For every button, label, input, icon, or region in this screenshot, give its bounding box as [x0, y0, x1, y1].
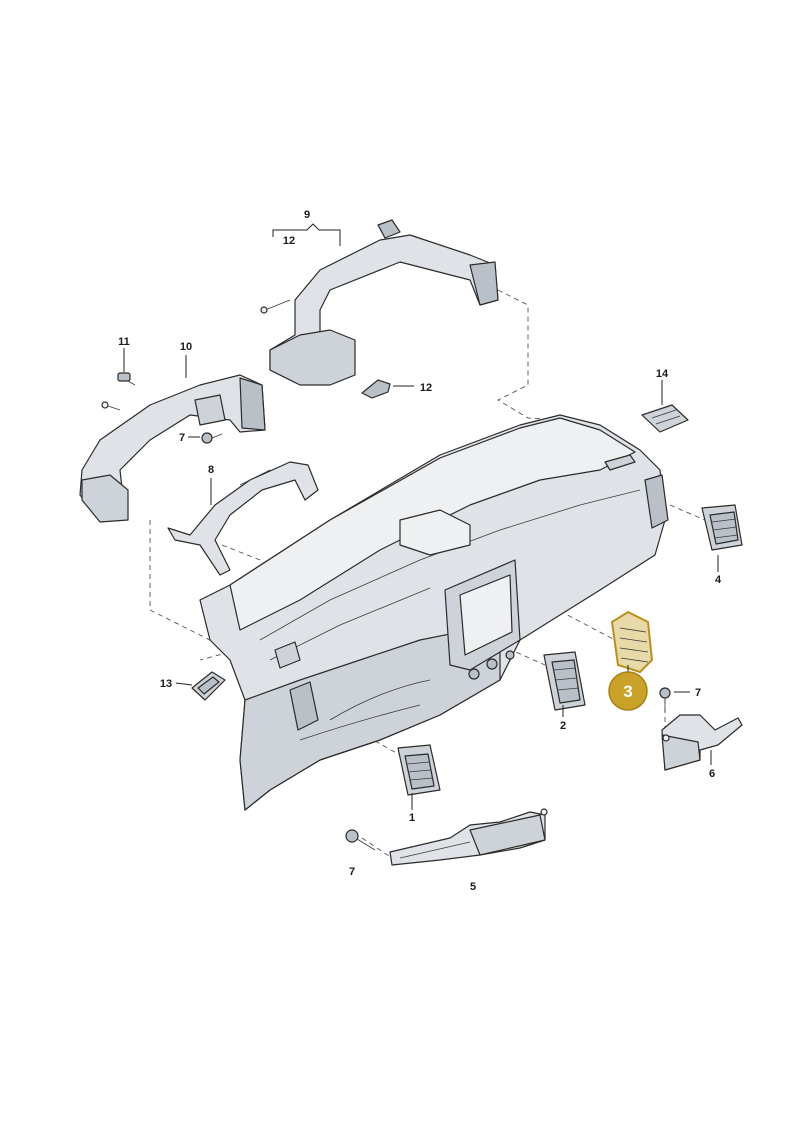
label-12-clip: 12: [420, 382, 432, 394]
label-14: 14: [656, 368, 669, 380]
label-6: 6: [709, 768, 715, 780]
label-7-right: 7: [695, 687, 701, 699]
part-labels: 9 12 11 10 12 14 7 8 4 13 7 2 6 1 7 5: [118, 209, 722, 893]
label-7-top: 7: [179, 432, 185, 444]
vent-2: [543, 651, 586, 711]
screw-7-bottom: [345, 829, 376, 851]
floor-duct-5: [389, 808, 548, 866]
label-7-bottom: 7: [349, 866, 355, 878]
label-13: 13: [160, 678, 172, 690]
leader-lines: [123, 223, 719, 810]
vent-4: [701, 504, 743, 551]
side-duct-6: [661, 714, 743, 771]
upper-air-duct: [260, 219, 499, 386]
clip-12: [361, 379, 391, 399]
label-9: 9: [304, 209, 310, 221]
screw-11: [117, 372, 136, 386]
label-11: 11: [118, 336, 130, 348]
label-1: 1: [409, 812, 415, 824]
label-10: 10: [180, 341, 192, 353]
left-air-duct: [79, 374, 266, 523]
vent-13: [191, 671, 226, 701]
mounting-bracket: [167, 461, 319, 576]
screw-7-top: [201, 432, 223, 444]
vent-14: [641, 404, 689, 433]
vent-3-highlighted[interactable]: [610, 610, 654, 674]
vent-1: [397, 744, 441, 796]
dashboard-body: [199, 414, 669, 811]
label-5: 5: [470, 881, 476, 893]
label-4: 4: [715, 574, 722, 586]
label-2: 2: [560, 720, 566, 732]
label-12-top: 12: [283, 235, 295, 247]
screw-7-right: [659, 687, 671, 712]
highlight-badge-3[interactable]: 3: [608, 671, 648, 711]
label-3: 3: [623, 682, 632, 701]
label-8: 8: [208, 464, 214, 476]
